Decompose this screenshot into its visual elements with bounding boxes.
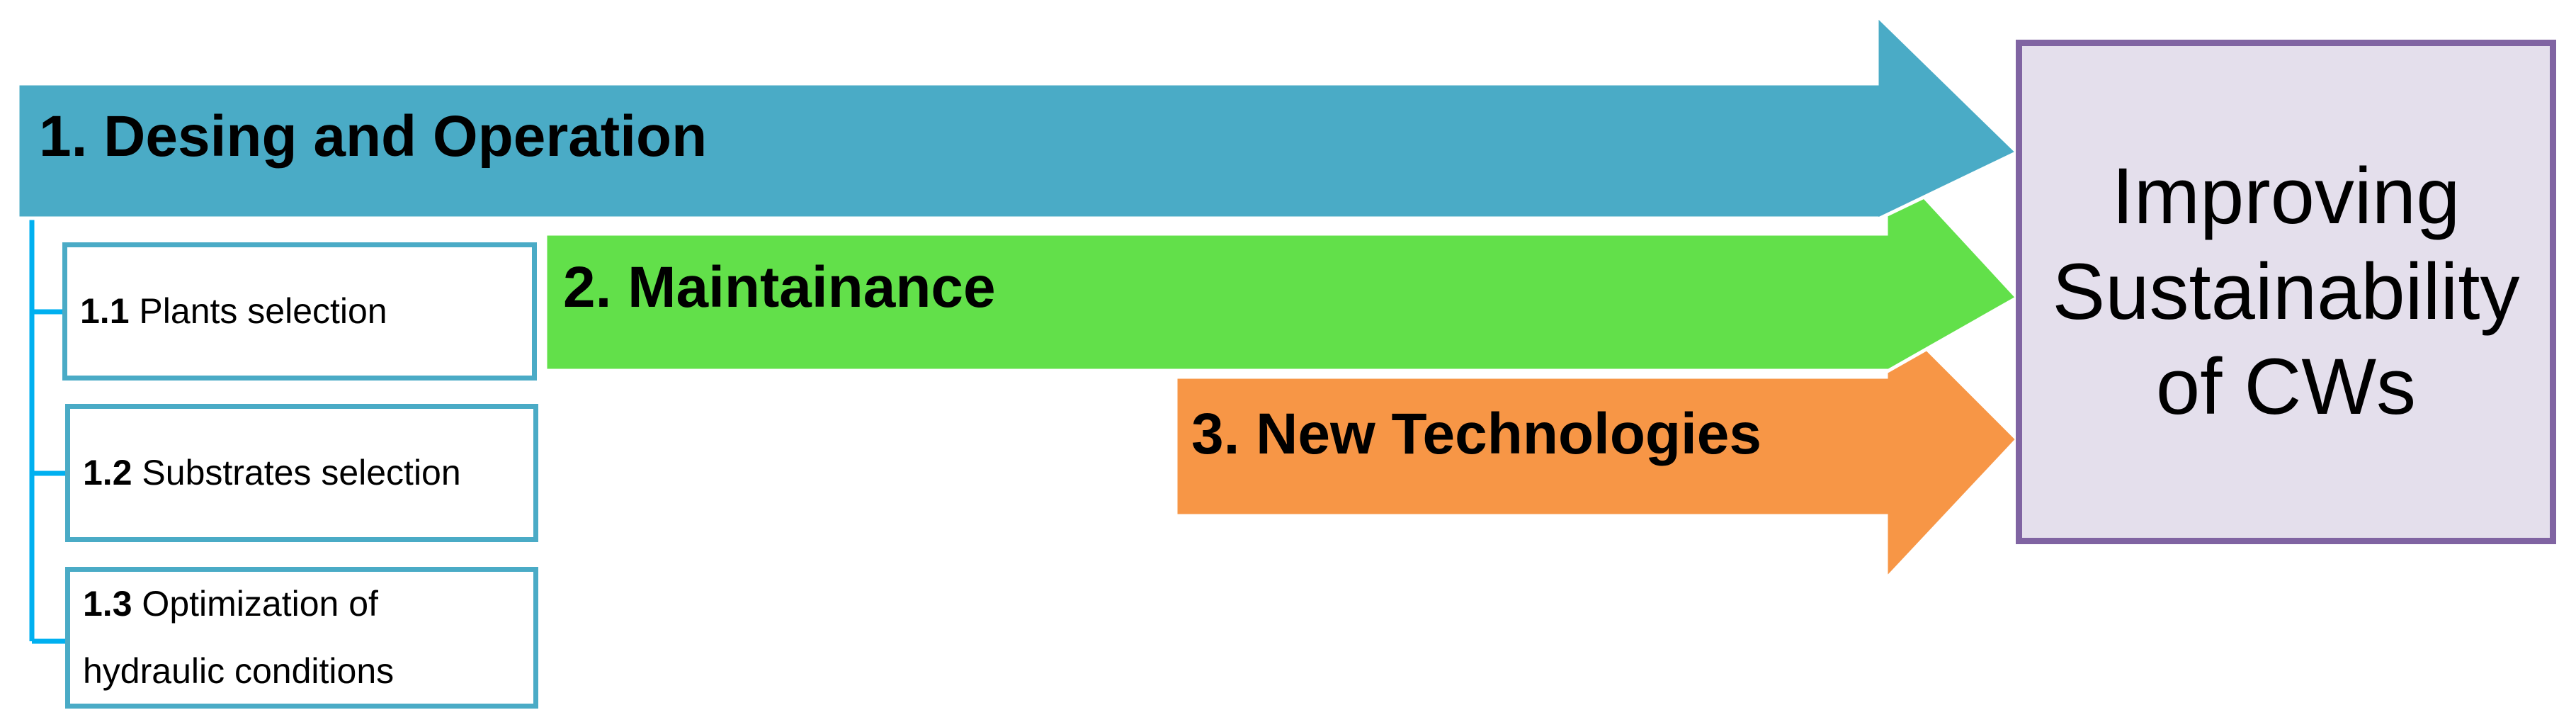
goal-box: Improving Sustainability of CWs — [2016, 40, 2556, 544]
goal-text: Improving Sustainability of CWs — [2053, 149, 2520, 434]
desing-and-operation-label: 1. Desing and Operation — [39, 104, 708, 169]
sub-item-text: 1.2 Substrates selection — [83, 453, 461, 494]
sub-item-text: 1.1 Plants selection — [80, 291, 387, 332]
sub-item-optimization-of-hydraulic-conditions: 1.3 Optimization of hydraulic conditions — [65, 567, 538, 709]
goal-line: Sustainability — [2052, 247, 2520, 336]
sub-item-plants-selection: 1.1 Plants selection — [62, 242, 537, 381]
sub-item-number: 1.1 — [80, 291, 130, 331]
maintainance-arrow — [543, 151, 2020, 376]
desing-and-operation-arrow — [16, 11, 2021, 222]
sub-item-label: Substrates selection — [142, 452, 461, 492]
maintainance-label: 2. Maintainance — [563, 255, 996, 320]
sub-item-substrates-selection: 1.2 Substrates selection — [65, 404, 538, 542]
sub-item-number: 1.2 — [83, 452, 132, 492]
sub-item-label: Optimization of hydraulic conditions — [83, 584, 395, 691]
sub-item-connector — [29, 213, 66, 644]
goal-line: Improving — [2111, 152, 2461, 241]
sub-item-text: 1.3 Optimization of hydraulic conditions — [83, 570, 480, 705]
sub-item-number: 1.3 — [83, 584, 132, 624]
goal-line: of CWs — [2155, 342, 2417, 432]
sub-item-label: Plants selection — [139, 291, 387, 331]
new-technologies-label: 3. New Technologies — [1191, 402, 1761, 466]
